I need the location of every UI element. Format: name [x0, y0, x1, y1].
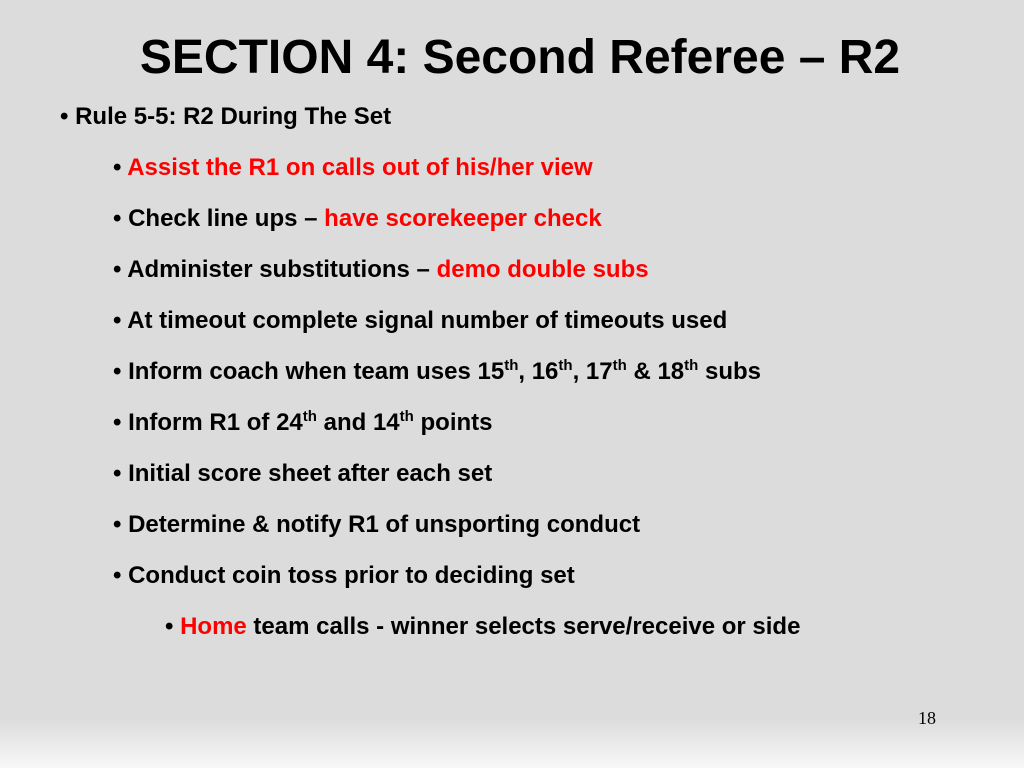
- bullet-text: Initial score sheet after each set: [128, 460, 493, 487]
- bullet-text: points: [413, 409, 493, 436]
- bullet-home-team-calls: • Home team calls - winner selects serve…: [165, 610, 800, 644]
- bullet-text: Determine & notify R1 of unsporting cond…: [128, 511, 641, 538]
- ordinal-suffix: th: [504, 357, 519, 374]
- ordinal-suffix: th: [612, 357, 627, 374]
- ordinal-suffix: th: [302, 408, 317, 425]
- bullet-marker: •: [113, 154, 122, 181]
- bullet-text: and 14: [316, 409, 400, 436]
- bullet-text: Conduct coin toss prior to deciding set: [128, 562, 575, 589]
- bullet-text: Rule 5-5: R2 During The Set: [75, 103, 392, 130]
- slide-footer-gradient: [0, 718, 1024, 768]
- bullet-text-highlight: Home: [180, 613, 247, 640]
- bullet-text-highlight: have scorekeeper check: [324, 205, 602, 232]
- bullet-marker: •: [113, 205, 122, 232]
- bullet-text: , 17: [572, 358, 613, 385]
- bullet-marker: •: [165, 613, 174, 640]
- bullet-text: Administer substitutions –: [127, 256, 437, 283]
- bullet-text-highlight: demo double subs: [436, 256, 649, 283]
- bullet-marker: •: [113, 409, 122, 436]
- bullet-text: subs: [698, 358, 762, 385]
- bullet-unsporting-conduct: • Determine & notify R1 of unsporting co…: [113, 508, 640, 542]
- bullet-rule-5-5: • Rule 5-5: R2 During The Set: [60, 100, 391, 134]
- bullet-coin-toss: • Conduct coin toss prior to deciding se…: [113, 559, 575, 593]
- bullet-text: At timeout complete signal number of tim…: [127, 307, 728, 334]
- bullet-marker: •: [113, 358, 122, 385]
- bullet-text: & 18: [626, 358, 685, 385]
- bullet-text-highlight: Assist the R1 on calls out of his/her vi…: [127, 154, 593, 181]
- bullet-marker: •: [113, 307, 122, 334]
- bullet-text: Inform coach when team uses 15: [128, 358, 505, 385]
- bullet-marker: •: [113, 256, 122, 283]
- bullet-marker: •: [113, 562, 122, 589]
- bullet-text: Check line ups –: [128, 205, 325, 232]
- bullet-initial-score-sheet: • Initial score sheet after each set: [113, 457, 492, 491]
- bullet-inform-r1-points: • Inform R1 of 24th and 14th points: [113, 406, 492, 440]
- bullet-text: Inform R1 of 24: [128, 409, 303, 436]
- bullet-check-line-ups: • Check line ups – have scorekeeper chec…: [113, 202, 602, 236]
- bullet-marker: •: [113, 460, 122, 487]
- bullet-text: team calls - winner selects serve/receiv…: [246, 613, 801, 640]
- ordinal-suffix: th: [684, 357, 699, 374]
- ordinal-suffix: th: [558, 357, 573, 374]
- slide-title: SECTION 4: Second Referee – R2: [139, 31, 901, 84]
- bullet-timeout-signal: • At timeout complete signal number of t…: [113, 304, 727, 338]
- bullet-marker: •: [60, 103, 69, 130]
- bullet-marker: •: [113, 511, 122, 538]
- bullet-assist-r1: • Assist the R1 on calls out of his/her …: [113, 151, 593, 185]
- bullet-inform-coach-subs: • Inform coach when team uses 15th, 16th…: [113, 355, 761, 389]
- bullet-text: , 16: [518, 358, 559, 385]
- bullet-administer-substitutions: • Administer substitutions – demo double…: [113, 253, 649, 287]
- ordinal-suffix: th: [399, 408, 414, 425]
- page-number: 18: [918, 708, 936, 728]
